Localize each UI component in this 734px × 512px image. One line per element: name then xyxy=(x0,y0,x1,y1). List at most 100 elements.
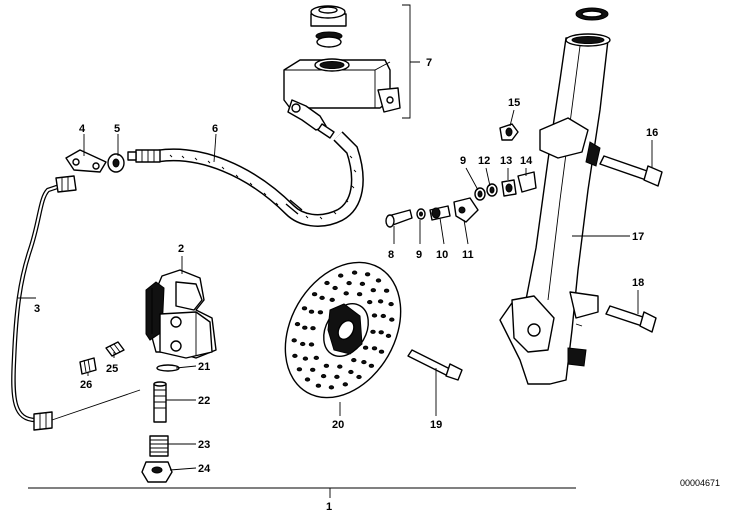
nut-13 xyxy=(501,179,517,197)
hollow-bolt-10 xyxy=(429,205,451,221)
spring xyxy=(149,435,169,457)
bleeder-valve xyxy=(105,341,125,357)
disc-hole xyxy=(351,270,358,275)
part-label-21: 21 xyxy=(198,361,210,373)
disc-hole xyxy=(308,342,315,347)
part-label-12: 12 xyxy=(478,155,490,167)
part-label-1: 1 xyxy=(326,501,332,512)
disc-hole xyxy=(302,356,309,361)
nut-15 xyxy=(499,123,519,141)
part-label-6: 6 xyxy=(212,123,218,135)
disc-hole xyxy=(378,349,385,354)
disc-hole xyxy=(370,329,376,334)
disc-hole xyxy=(371,313,378,318)
bolt-16 xyxy=(599,155,663,187)
disc-hole xyxy=(371,346,378,351)
disc-hole xyxy=(300,341,306,347)
part-label-18: 18 xyxy=(632,277,644,289)
disc-hole xyxy=(301,306,308,311)
part-label-22: 22 xyxy=(198,395,210,407)
disc-hole xyxy=(311,292,318,297)
disc-hole xyxy=(328,385,335,390)
disc-hole xyxy=(308,309,315,314)
disc-hole xyxy=(375,278,382,283)
disc-hole xyxy=(389,317,395,322)
disc-hole xyxy=(385,333,392,338)
fork-slider xyxy=(499,7,611,385)
part-label-15: 15 xyxy=(508,97,520,109)
part-label-20: 20 xyxy=(332,419,344,431)
disc-hole xyxy=(317,310,324,315)
part-label-9b: 9 xyxy=(460,155,466,167)
disc-hole xyxy=(319,295,325,300)
washer-9a xyxy=(416,208,426,220)
part-label-19: 19 xyxy=(430,419,442,431)
disc-hole xyxy=(337,364,343,369)
part-label-7: 7 xyxy=(426,57,432,69)
part-label-10: 10 xyxy=(436,249,448,261)
disc-bolt xyxy=(407,349,463,381)
hose-bracket xyxy=(65,149,107,173)
disc-hole xyxy=(388,302,394,307)
washer-12 xyxy=(486,183,498,197)
part-label-14: 14 xyxy=(520,155,533,167)
disc-hole xyxy=(291,338,297,343)
part-label-24: 24 xyxy=(198,463,211,475)
diagram-reference-number: 00004671 xyxy=(680,478,720,488)
part-label-11: 11 xyxy=(462,249,474,261)
brake-disc xyxy=(284,261,402,399)
disc-hole xyxy=(310,326,316,331)
brake-caliper xyxy=(145,269,217,359)
disc-hole xyxy=(367,300,373,305)
label-7-bracket xyxy=(402,4,420,119)
part-label-4: 4 xyxy=(79,123,86,135)
part-label-5: 5 xyxy=(114,123,120,135)
disc-hole xyxy=(310,367,316,372)
part-label-17: 17 xyxy=(632,231,644,243)
part-label-16: 16 xyxy=(646,127,658,139)
screw-8 xyxy=(385,209,413,228)
part-label-25: 25 xyxy=(106,363,118,375)
disc-hole xyxy=(342,382,348,387)
pin xyxy=(153,381,167,423)
disc-hole xyxy=(380,313,386,319)
disc-hole xyxy=(359,281,366,286)
part-label-8: 8 xyxy=(388,249,394,261)
disc-hole xyxy=(370,288,376,293)
o-ring xyxy=(156,364,180,372)
disc-hole xyxy=(348,369,354,375)
disc-hole xyxy=(362,345,369,350)
disc-hole xyxy=(383,288,390,293)
disc-hole xyxy=(368,363,375,368)
disc-hole xyxy=(351,358,357,363)
disc-hole xyxy=(364,272,371,277)
disc-hole xyxy=(292,353,298,358)
disc-hole xyxy=(334,374,340,379)
leader-lines xyxy=(18,109,653,471)
bolt-18 xyxy=(605,305,657,333)
washer-9b xyxy=(474,187,486,201)
disc-hole xyxy=(346,281,352,286)
disc-hole xyxy=(329,297,335,302)
disc-hole xyxy=(296,367,303,372)
bleeder-cap xyxy=(79,357,97,375)
disc-hole xyxy=(332,285,338,291)
disc-hole xyxy=(320,374,327,379)
disc-hole xyxy=(377,299,384,304)
disc-hole xyxy=(304,377,311,382)
disc-hole xyxy=(361,360,367,365)
disc-hole xyxy=(313,355,319,360)
part-label-9a: 9 xyxy=(416,249,422,261)
part-label-26: 26 xyxy=(80,379,92,391)
disc-hole xyxy=(324,280,330,286)
cap-nut xyxy=(141,461,173,483)
cap-14 xyxy=(517,171,537,193)
brake-line xyxy=(11,175,141,431)
disc-hole xyxy=(356,292,363,297)
grommet xyxy=(107,153,125,173)
part-label-2: 2 xyxy=(178,243,184,255)
disc-hole xyxy=(338,273,344,278)
disc-hole xyxy=(302,325,308,330)
disc-hole xyxy=(378,330,384,335)
